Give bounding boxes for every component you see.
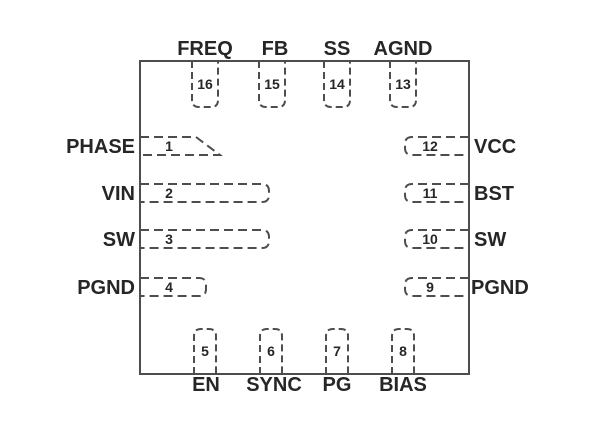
pin-13-number: 13: [395, 76, 411, 92]
pin-label-sync: SYNC: [246, 374, 302, 396]
pin-label-agnd: AGND: [374, 38, 433, 60]
pin-label-bias: BIAS: [379, 374, 427, 396]
pin-9-pad: [404, 277, 469, 297]
pin-2-pad: [140, 183, 270, 203]
pin-label-pgnd-right: PGND: [471, 277, 529, 299]
pin-12-pad: [404, 136, 469, 156]
pin-label-en: EN: [192, 374, 220, 396]
pin-15-pad: [258, 61, 286, 108]
pin-16-pad: [191, 61, 219, 108]
pin-3-number: 3: [165, 231, 173, 247]
pin-label-phase: PHASE: [66, 136, 135, 158]
pin-10-number: 10: [422, 231, 438, 247]
pin-7-number: 7: [333, 343, 341, 359]
pin-label-sw-left: SW: [103, 229, 135, 251]
ic-body-outline: [139, 60, 470, 375]
pin-label-sw-right: SW: [474, 229, 506, 251]
pin-10-pad: [404, 229, 469, 249]
pin-9-number: 9: [426, 279, 434, 295]
pin-14-pad: [323, 61, 351, 108]
pin-label-pg: PG: [323, 374, 352, 396]
pin-3-pad: [140, 229, 270, 249]
pin-label-vin: VIN: [102, 183, 135, 205]
pin-13-pad: [389, 61, 417, 108]
pin-4-pad: [140, 277, 207, 297]
pin-5-number: 5: [201, 343, 209, 359]
pin-label-bst: BST: [474, 183, 514, 205]
pin-label-fb: FB: [262, 38, 289, 60]
pin-12-number: 12: [422, 138, 438, 154]
pin-label-freq: FREQ: [177, 38, 233, 60]
pin-1-number: 1: [165, 138, 173, 154]
pin-label-vcc: VCC: [474, 136, 516, 158]
pin-16-number: 16: [197, 76, 213, 92]
pin-11-number: 11: [423, 185, 438, 201]
pin-1-pad: [140, 136, 223, 156]
pin-label-ss: SS: [324, 38, 351, 60]
pin-11-pad: [404, 183, 469, 203]
pin-4-number: 4: [165, 279, 173, 295]
pin-label-pgnd-left: PGND: [77, 277, 135, 299]
pin-15-number: 15: [264, 76, 280, 92]
pin-2-number: 2: [165, 185, 173, 201]
pin-14-number: 14: [329, 76, 345, 92]
pin-8-number: 8: [399, 343, 407, 359]
pin-6-number: 6: [267, 343, 275, 359]
